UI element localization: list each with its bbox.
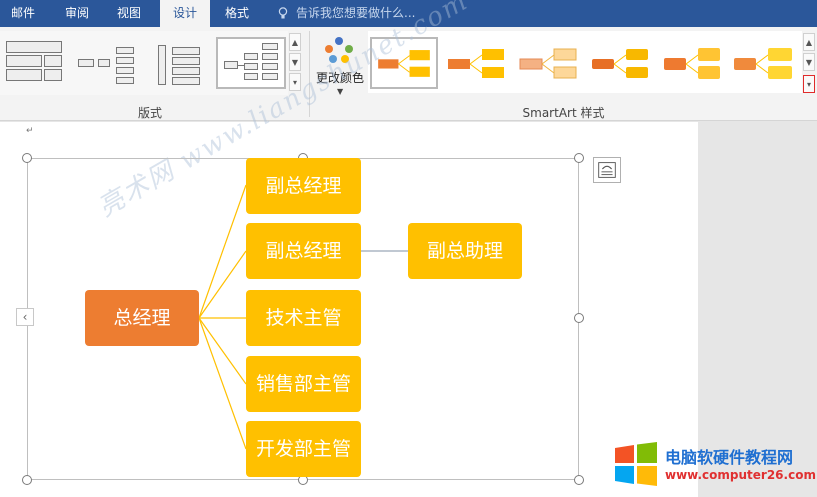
node-assistant[interactable]: 副总助理 [408, 223, 522, 279]
resize-handle[interactable] [574, 153, 584, 163]
change-colors-button[interactable]: 更改颜色 ▼ [312, 31, 368, 103]
ribbon: ▲ ▼ ▾ 版式 更改颜色 ▼ [0, 27, 817, 121]
node-deputy-manager-1[interactable]: 副总经理 [246, 158, 361, 214]
resize-handle[interactable] [574, 475, 584, 485]
node-sales-supervisor[interactable]: 销售部主管 [246, 356, 361, 412]
color-palette-icon [325, 37, 353, 63]
tab-format[interactable]: 格式 [224, 6, 249, 20]
change-colors-label: 更改颜色 [315, 71, 364, 85]
style-option[interactable] [658, 37, 726, 89]
node-deputy-manager-2[interactable]: 副总经理 [246, 223, 361, 279]
text-pane-toggle-button[interactable]: ‹ [16, 308, 34, 326]
style-option[interactable] [730, 37, 798, 89]
dropdown-caret-icon: ▼ [337, 87, 344, 96]
layout-option[interactable] [4, 37, 70, 89]
layout-option[interactable] [74, 37, 140, 89]
more-styles-button[interactable]: ▾ [803, 75, 815, 93]
style-option[interactable] [586, 37, 654, 89]
tell-me-placeholder: 告诉我您想要做什么... [296, 6, 416, 20]
style-option[interactable] [442, 37, 510, 89]
layout-gallery [0, 31, 288, 95]
tab-view[interactable]: 视图 [116, 6, 141, 20]
node-general-manager[interactable]: 总经理 [85, 290, 199, 346]
more-layouts-button[interactable]: ▾ [289, 73, 301, 91]
windows-logo-icon [615, 442, 657, 486]
resize-handle[interactable] [22, 475, 32, 485]
node-tech-supervisor[interactable]: 技术主管 [246, 290, 361, 346]
scroll-down-button[interactable]: ▼ [803, 53, 815, 71]
resize-handle[interactable] [22, 153, 32, 163]
layout-option-selected[interactable] [216, 37, 286, 89]
paragraph-mark-icon: ↵ [26, 126, 34, 136]
right-margin [698, 122, 817, 497]
site-logo-url: www.computer26.com [665, 468, 816, 482]
site-logo: 电脑软硬件教程网 www.computer26.com [613, 440, 816, 490]
style-option-selected[interactable] [370, 37, 438, 89]
tab-mailings[interactable]: 邮件 [10, 6, 35, 20]
style-option[interactable] [514, 37, 582, 89]
layout-options-icon[interactable] [593, 157, 621, 183]
lightbulb-icon [278, 7, 288, 19]
smartart-style-gallery [368, 31, 802, 93]
node-dev-supervisor[interactable]: 开发部主管 [246, 421, 361, 477]
scroll-up-button[interactable]: ▲ [289, 33, 301, 51]
group-label-layouts: 版式 [137, 106, 162, 120]
diagram-connectors [198, 184, 408, 450]
tab-design[interactable]: 设计 [160, 0, 210, 27]
group-label-smartart-styles: SmartArt 样式 [522, 106, 605, 120]
document-page: ↵ 亮术网 www.liangshunet.com ‹ 总经理 副总经理 副总经… [0, 0, 698, 497]
group-separator [309, 31, 310, 117]
layout-option[interactable] [150, 37, 216, 89]
resize-handle[interactable] [574, 313, 584, 323]
site-logo-title: 电脑软硬件教程网 [665, 448, 794, 467]
tab-review[interactable]: 审阅 [64, 6, 89, 20]
scroll-down-button[interactable]: ▼ [289, 53, 301, 71]
scroll-up-button[interactable]: ▲ [803, 33, 815, 51]
ribbon-tab-bar: 邮件 审阅 视图 设计 格式 告诉我您想要做什么... [0, 0, 817, 27]
